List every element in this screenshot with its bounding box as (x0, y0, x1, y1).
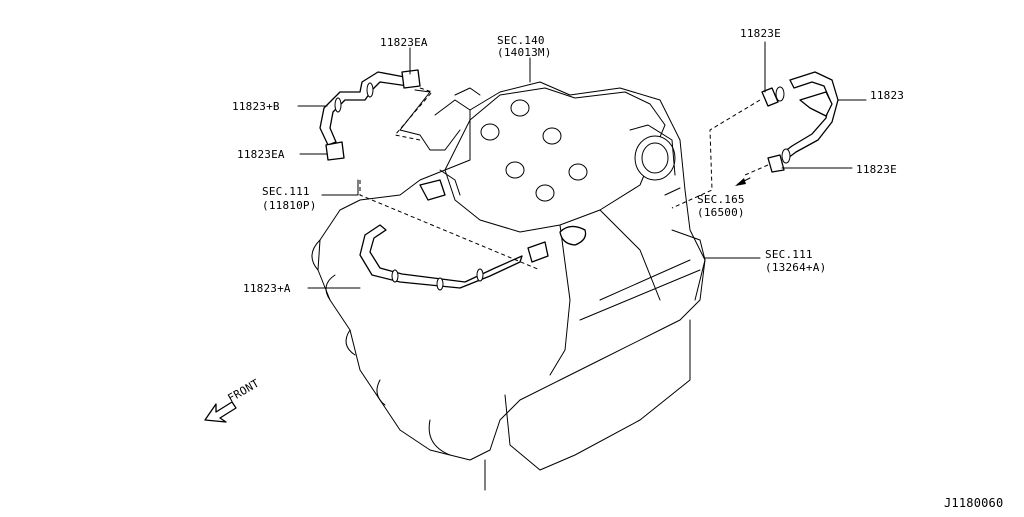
label-11823e-top: 11823E (740, 27, 781, 40)
manifold-port (505, 161, 525, 179)
manifold-port (480, 123, 500, 141)
label-sec140-part: (14013M) (497, 46, 552, 59)
label-11823: 11823 (870, 89, 905, 102)
label-11823ea-mid: 11823EA (237, 148, 285, 161)
label-sec140-code: SEC.140 (497, 34, 545, 47)
front-arrow-icon (204, 401, 237, 423)
manifold-port (542, 127, 562, 145)
label-sec111-right-code: SEC.111 (765, 248, 813, 261)
label-11823a: 11823+A (243, 282, 291, 295)
manifold-port (568, 163, 588, 181)
manifold-port (510, 99, 530, 117)
hose-11823 (783, 71, 839, 159)
label-sec111-left-part: (11810P) (262, 199, 317, 212)
label-11823ea-top: 11823EA (380, 36, 428, 49)
label-sec165-part: (16500) (697, 206, 745, 219)
hose-11823-b (319, 71, 411, 146)
engine-block-outline (317, 81, 706, 461)
diagram-id: J1180060 (944, 496, 1004, 510)
hose-11823-a (359, 224, 523, 289)
label-11823b: 11823+B (232, 100, 280, 113)
intake-manifold (444, 87, 666, 233)
oil-pan-outline (504, 319, 691, 471)
clamp-11823ea-top (401, 69, 421, 89)
pcv-connector (419, 179, 446, 201)
leader-sec111-left (321, 179, 359, 196)
label-sec165-code: SEC.165 (697, 193, 745, 206)
label-11823e-right: 11823E (856, 163, 897, 176)
clamp-11823ea-mid (325, 141, 345, 161)
clamp-11823e-top (761, 87, 779, 107)
clamp-11823e-right (767, 154, 785, 173)
manifold-port (535, 184, 555, 202)
label-sec111-right-part: (13264+A) (765, 261, 827, 274)
label-sec111-left-code: SEC.111 (262, 185, 310, 198)
